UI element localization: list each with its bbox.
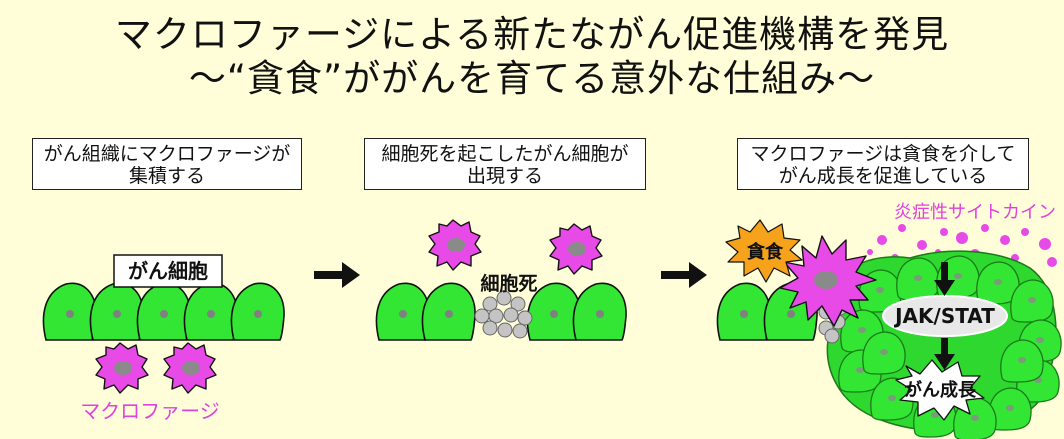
cytokine-label: 炎症性サイトカイン	[894, 202, 1056, 223]
macrophage	[95, 342, 149, 394]
step2-caption-line1: 細胞死を起こしたがん細胞が	[381, 143, 629, 165]
step1-caption-line2: 集積する	[128, 165, 205, 187]
arrow-1	[314, 262, 360, 288]
subtitle: ～“貪食”ががんを育てる意外な仕組み～	[188, 57, 876, 100]
cancer-cell-label-box	[113, 254, 223, 288]
cancer-cell	[421, 282, 476, 341]
macrophage	[549, 223, 603, 275]
phagocytosis-label: 貪食	[746, 241, 784, 263]
arrow-2	[661, 262, 707, 288]
step3-caption: マクロファージは貪食を介して がん成長を促進している	[737, 138, 1029, 190]
growth-burst	[895, 359, 985, 421]
step1-caption: がん組織にマクロファージが 集積する	[32, 138, 302, 190]
macrophage-label: マクロファージ	[80, 399, 220, 423]
step2-caption: 細胞死を起こしたがん細胞が 出現する	[364, 138, 646, 190]
pathway-ellipse	[882, 295, 1008, 337]
step3-caption-line2: がん成長を促進している	[778, 165, 988, 187]
macrophage	[428, 219, 482, 271]
phagocytosis-burst	[725, 219, 803, 283]
cell-death-label: 細胞死	[480, 272, 537, 295]
panel1-cells	[42, 282, 285, 341]
signal-arrows	[934, 262, 955, 370]
pathway-label: JAK/STAT	[893, 304, 995, 328]
cancer-cell	[183, 282, 238, 341]
step2-caption-line2: 出現する	[466, 165, 543, 187]
macrophage	[163, 342, 217, 394]
cancer-cell	[375, 282, 430, 341]
cancer-cell	[572, 282, 627, 341]
cancer-cell	[89, 282, 144, 341]
cancer-cell-label: がん細胞	[128, 259, 208, 283]
growth-label: がん成長	[904, 379, 977, 401]
cancer-cell	[42, 282, 97, 341]
step1-caption-line1: がん組織にマクロファージが	[43, 143, 291, 165]
cancer-cell	[136, 282, 191, 341]
dead-cell-cluster	[474, 290, 533, 339]
step3-caption-line1: マクロファージは貪食を介して	[750, 143, 1016, 165]
main-title: マクロファージによる新たながん促進機構を発見	[114, 13, 950, 56]
cancer-cell	[230, 282, 285, 341]
cancer-cell	[716, 282, 771, 341]
